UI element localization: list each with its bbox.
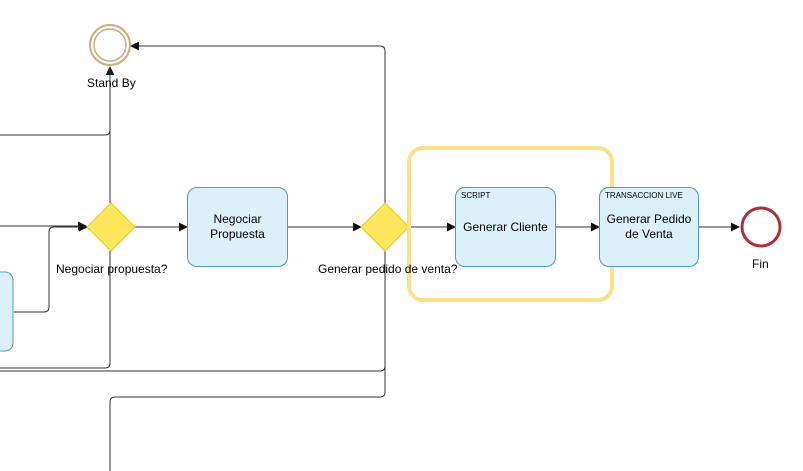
flow-pedido-gateway-down[interactable] bbox=[109, 251, 386, 471]
negociar-propuesta-task[interactable]: Negociar Propuesta bbox=[187, 187, 288, 267]
flow-pedido-to-standby[interactable] bbox=[130, 41, 386, 205]
negociar-propuesta-task-label: Negociar Propuesta bbox=[210, 212, 265, 241]
generar-pedido-task-label: Generar Pedido de Venta bbox=[606, 212, 692, 241]
standby-event-label: Stand By bbox=[87, 76, 136, 90]
pedido-gateway[interactable] bbox=[360, 202, 410, 252]
negociar-gateway[interactable] bbox=[86, 202, 136, 252]
generar-cliente-task[interactable]: SCRIPT Generar Cliente bbox=[455, 187, 556, 267]
generar-cliente-task-label: Generar Cliente bbox=[463, 219, 548, 234]
pedido-gateway-label: Generar pedido de venta? bbox=[318, 262, 458, 276]
generar-cliente-task-type: SCRIPT bbox=[461, 191, 491, 200]
end-event-label: Fin bbox=[752, 257, 769, 271]
standby-event[interactable] bbox=[89, 24, 131, 66]
flow-negociar-gateway-to-left[interactable] bbox=[0, 251, 111, 369]
partial-task[interactable] bbox=[0, 271, 14, 352]
negociar-gateway-label: Negociar propuesta? bbox=[56, 262, 168, 276]
generar-pedido-task-type: TRANSACCION LIVE bbox=[605, 191, 683, 200]
end-event[interactable] bbox=[740, 206, 782, 248]
flow-task-to-negociar-gateway[interactable] bbox=[14, 222, 88, 313]
generar-pedido-task[interactable]: TRANSACCION LIVE Generar Pedido de Venta bbox=[599, 187, 699, 267]
